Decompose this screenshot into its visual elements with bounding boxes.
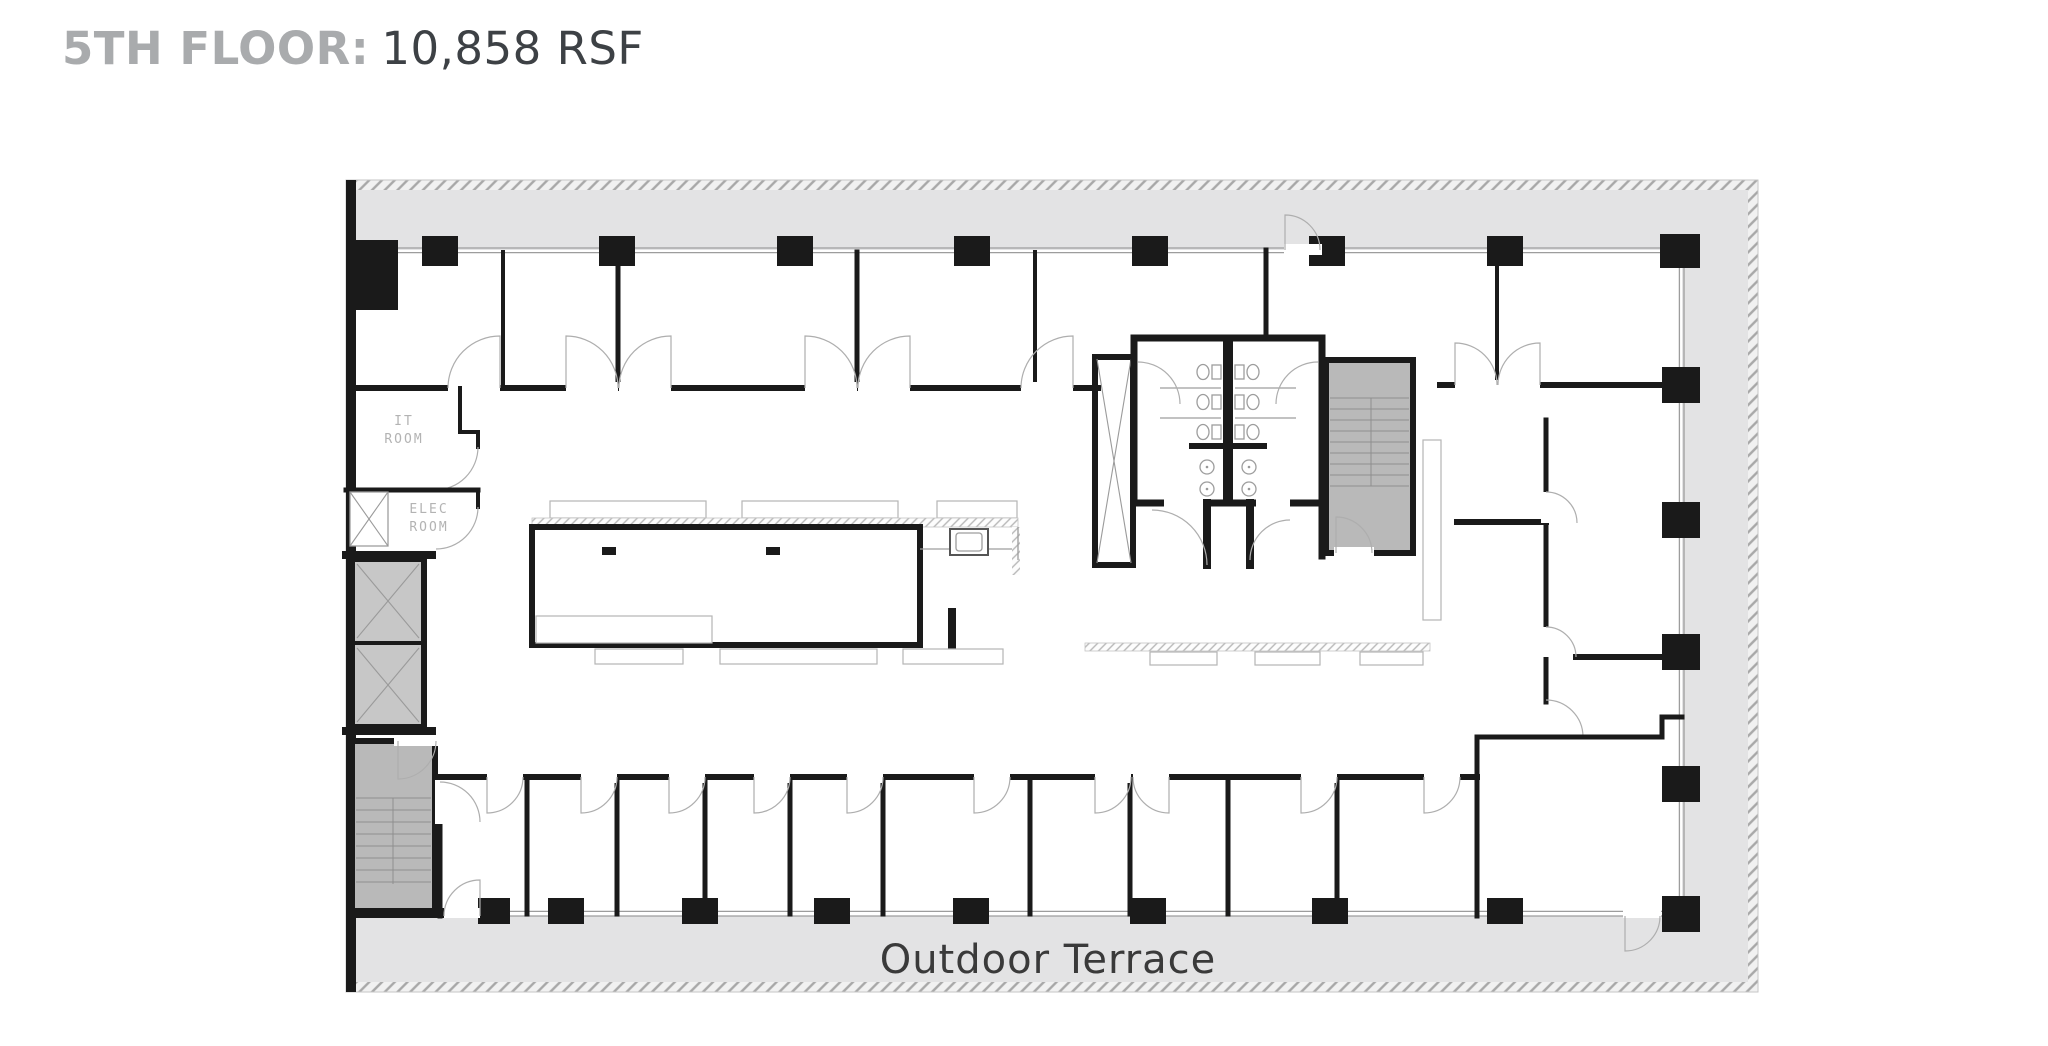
bottom-offices (435, 772, 1480, 919)
it-elec-rooms (343, 386, 481, 550)
terrace-doors (443, 214, 1661, 952)
window-walls (356, 247, 1685, 917)
top-offices (353, 249, 1101, 393)
floor-label: 5TH FLOOR: (62, 22, 370, 75)
it-room-label-line2: ROOM (384, 432, 423, 447)
page-title: 5TH FLOOR:10,858 RSF (62, 22, 644, 75)
stairwell-south (346, 735, 446, 918)
pantry-and-meeting-room (529, 500, 1431, 666)
elec-room-label-line2: ROOM (409, 520, 448, 535)
elec-room-label-line1: ELEC (409, 502, 448, 517)
stairwell-north (1323, 357, 1442, 621)
room-labels: IT ROOM ELEC ROOM Outdoor Terrace (384, 414, 1217, 983)
right-offices (1437, 248, 1685, 919)
area-value: 10,858 RSF (381, 22, 644, 75)
restroom-core (1130, 247, 1326, 569)
outdoor-terrace-label: Outdoor Terrace (880, 937, 1217, 983)
it-room-label-line1: IT (394, 414, 414, 429)
elevator-bank (342, 551, 436, 735)
interior-floor (356, 250, 1682, 916)
